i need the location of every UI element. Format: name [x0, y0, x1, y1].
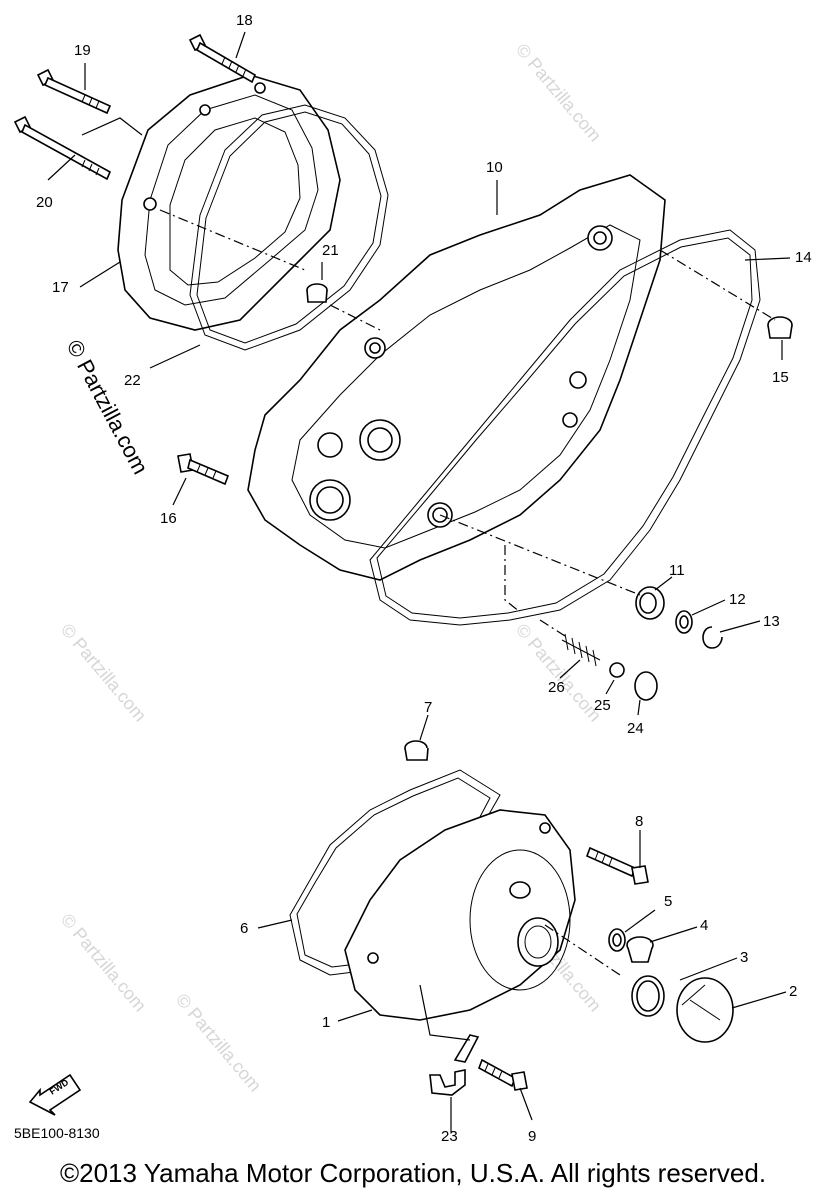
- label-13: 13: [763, 613, 780, 630]
- bolt-part-9: [478, 1058, 528, 1091]
- label-11: 11: [669, 562, 685, 579]
- clutch-cover-part-17: [117, 74, 341, 331]
- dowel-pin-part-15: [767, 316, 793, 339]
- gasket-part-14: [369, 229, 761, 626]
- label-1: 1: [322, 1014, 330, 1031]
- dowel-pin-part-21: [306, 283, 328, 303]
- bolt-part-8: [585, 846, 649, 885]
- oil-seal-part-11: [635, 586, 665, 620]
- label-16: 16: [160, 510, 177, 527]
- label-7: 7: [424, 699, 432, 716]
- ball-part-25: [609, 662, 625, 678]
- watermark: © Partzilla.com: [57, 620, 150, 726]
- dowel-pin-part-7: [404, 740, 429, 761]
- label-17: 17: [52, 279, 69, 296]
- label-24: 24: [627, 720, 644, 737]
- label-25: 25: [594, 697, 611, 714]
- label-2: 2: [789, 983, 797, 1000]
- label-6: 6: [240, 920, 248, 937]
- label-18: 18: [236, 12, 253, 29]
- label-26: 26: [548, 679, 565, 696]
- leader-lines: [47, 31, 791, 1132]
- label-12: 12: [729, 591, 746, 608]
- watermark-large: © Partzilla.com: [62, 336, 154, 479]
- label-23: 23: [441, 1128, 458, 1145]
- alignment-lines-upper: [81, 117, 776, 637]
- bolt-part-18: [188, 33, 257, 84]
- circlip-part-13: [702, 626, 723, 649]
- plug-part-24: [634, 671, 658, 701]
- plug-part-4: [626, 936, 654, 963]
- label-5: 5: [664, 893, 672, 910]
- watermark: © Partzilla.com: [172, 990, 265, 1096]
- label-3: 3: [740, 949, 748, 966]
- gasket-part-22: [189, 104, 389, 351]
- part-number-labels: 19 18 20 17 21 22 10 14 15 16 11 12 13 2…: [36, 12, 812, 1145]
- label-21: 21: [322, 242, 339, 259]
- cap-part-2: [676, 977, 734, 1043]
- spring-part-26: [561, 633, 601, 667]
- o-ring-part-5: [608, 928, 626, 952]
- bolt-part-19: [36, 68, 112, 115]
- fwd-arrow-icon: FWD: [28, 1073, 82, 1116]
- label-20: 20: [36, 194, 53, 211]
- copyright-notice: ©2013 Yamaha Motor Corporation, U.S.A. A…: [59, 1158, 767, 1188]
- label-8: 8: [635, 813, 643, 830]
- label-4: 4: [700, 917, 708, 934]
- washer-part-12: [675, 610, 693, 634]
- label-15: 15: [772, 369, 789, 386]
- watermark: © Partzilla.com: [57, 910, 150, 1016]
- label-22: 22: [124, 372, 141, 389]
- label-19: 19: [74, 42, 91, 59]
- watermark: © Partzilla.com: [512, 40, 605, 146]
- bolt-part-20: [13, 115, 112, 181]
- bolt-part-16: [177, 453, 230, 486]
- label-10: 10: [486, 159, 503, 176]
- diagram-code: 5BE100-8130: [14, 1125, 100, 1141]
- crankcase-cover-part-10: [247, 174, 666, 581]
- alignment-lines-lower: [419, 924, 621, 1041]
- label-14: 14: [795, 249, 812, 266]
- label-9: 9: [528, 1128, 536, 1145]
- o-ring-part-3: [631, 975, 665, 1017]
- clamp-part-23: [429, 1034, 480, 1096]
- magneto-cover-part-1: [344, 809, 576, 1021]
- watermark: © Partzilla.com: [512, 620, 605, 726]
